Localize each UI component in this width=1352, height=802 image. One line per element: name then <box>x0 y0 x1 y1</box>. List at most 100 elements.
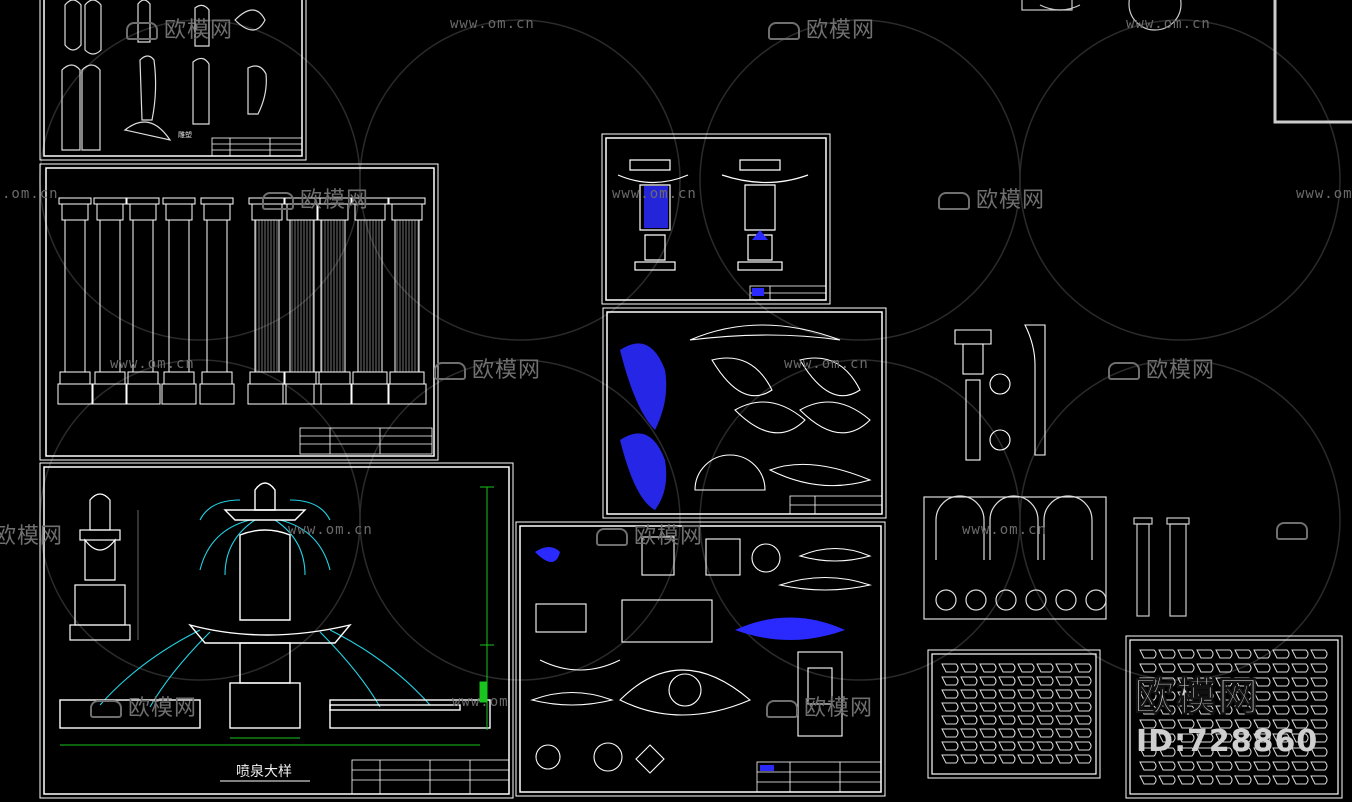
profile-section <box>1291 775 1309 785</box>
column-detail-drawing <box>954 324 1046 461</box>
profile-section <box>1215 705 1233 715</box>
profile-section <box>1196 761 1214 771</box>
profile-section <box>960 741 978 751</box>
profile-section <box>1158 705 1176 715</box>
sheet-relief-ornaments[interactable] <box>602 307 887 519</box>
profile-section <box>1177 747 1195 757</box>
profile-section <box>1234 747 1252 757</box>
profile-sections <box>1139 649 1328 785</box>
arcade-elevation <box>923 495 1107 620</box>
profile-section <box>1196 705 1214 715</box>
profile-section <box>960 689 978 699</box>
profile-section <box>960 715 978 725</box>
column-elevation <box>161 197 197 405</box>
profile-section <box>1074 715 1092 725</box>
column-elevation <box>247 197 287 405</box>
profile-section <box>1074 702 1092 712</box>
profile-section <box>1310 761 1328 771</box>
column-elevation <box>350 197 390 405</box>
sheet-carved-decorations[interactable] <box>515 521 886 797</box>
profile-section <box>998 715 1016 725</box>
profile-section <box>1272 705 1290 715</box>
profile-section <box>1272 677 1290 687</box>
profile-section <box>1017 676 1035 686</box>
profile-section <box>1017 689 1035 699</box>
profile-section <box>1017 702 1035 712</box>
profile-section <box>979 715 997 725</box>
profile-section <box>979 728 997 738</box>
title-block <box>351 759 510 795</box>
profile-section <box>1215 747 1233 757</box>
profile-section <box>1074 663 1092 673</box>
profile-section <box>998 676 1016 686</box>
profile-section <box>1253 649 1271 659</box>
profile-section <box>1310 649 1328 659</box>
profile-section <box>1215 775 1233 785</box>
profile-section <box>1074 676 1092 686</box>
profile-section <box>1310 705 1328 715</box>
column-elevation <box>125 197 161 405</box>
profile-section <box>1253 733 1271 743</box>
profile-section <box>1055 676 1073 686</box>
profile-section <box>1196 733 1214 743</box>
sheet-vase-fountain[interactable] <box>601 133 831 305</box>
profile-section <box>1272 775 1290 785</box>
profile-section <box>1234 705 1252 715</box>
profile-section <box>1234 719 1252 729</box>
profile-section <box>1177 733 1195 743</box>
sheet-statues[interactable]: 雕塑 <box>39 0 307 161</box>
profile-section <box>1196 775 1214 785</box>
profile-section <box>1074 754 1092 764</box>
profile-section <box>1055 754 1073 764</box>
profile-section <box>1139 677 1157 687</box>
sheet-profiles-left[interactable] <box>927 649 1101 779</box>
profile-section <box>1253 663 1271 673</box>
profile-section <box>1310 733 1328 743</box>
profile-section <box>1017 663 1035 673</box>
profile-section <box>1177 649 1195 659</box>
profile-section <box>979 689 997 699</box>
profile-section <box>1234 663 1252 673</box>
svg-text:雕塑: 雕塑 <box>178 130 192 139</box>
fountain-caption: 喷泉大样 <box>236 763 292 780</box>
profile-section <box>1139 761 1157 771</box>
profile-section <box>1310 747 1328 757</box>
profile-section <box>1036 676 1054 686</box>
sheet-profiles-right[interactable] <box>1125 635 1343 799</box>
title-block <box>299 427 433 455</box>
profile-section <box>1017 741 1035 751</box>
profile-section <box>979 663 997 673</box>
profile-section <box>1158 719 1176 729</box>
sheet-fountain[interactable]: 喷泉大样 <box>39 462 514 799</box>
profile-section <box>1177 775 1195 785</box>
profile-section <box>1074 741 1092 751</box>
profile-section <box>1234 733 1252 743</box>
profile-section <box>1017 715 1035 725</box>
profile-section <box>1291 663 1309 673</box>
profile-section <box>1234 761 1252 771</box>
profile-section <box>1139 691 1157 701</box>
title-block <box>789 495 883 515</box>
profile-section <box>1196 719 1214 729</box>
profile-section <box>1196 663 1214 673</box>
profile-section <box>1291 677 1309 687</box>
profile-section <box>1234 775 1252 785</box>
profile-section <box>1310 719 1328 729</box>
profile-section <box>1253 719 1271 729</box>
profile-section <box>1055 702 1073 712</box>
profile-section <box>1291 733 1309 743</box>
profile-section <box>1036 754 1054 764</box>
profile-section <box>1055 663 1073 673</box>
profile-section <box>1253 775 1271 785</box>
profile-section <box>979 676 997 686</box>
profile-section <box>1139 747 1157 757</box>
profile-section <box>941 663 959 673</box>
profile-section <box>1177 761 1195 771</box>
profile-section <box>1139 663 1157 673</box>
profile-section <box>1215 691 1233 701</box>
profile-section <box>1253 747 1271 757</box>
profile-section <box>1272 663 1290 673</box>
profile-section <box>1158 733 1176 743</box>
sheet-columns[interactable] <box>39 163 439 461</box>
